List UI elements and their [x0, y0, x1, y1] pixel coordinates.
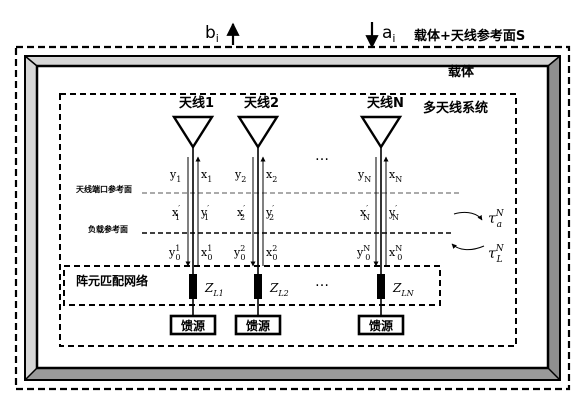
wave-y-label: y2 [234, 168, 246, 184]
platform-ref-surface-label: 载体+天线参考面S [414, 28, 525, 44]
platform-reference-surface [14, 45, 571, 391]
svg-text:ai: ai [382, 23, 395, 45]
feed-source-box [357, 314, 405, 336]
antenna-name: 天线1 [179, 95, 214, 111]
wave-y-prime-label: y′N [388, 204, 399, 222]
load-impedance-block [377, 274, 385, 299]
load-impedance-label: ZLN [392, 281, 415, 298]
ellipsis-loads: … [315, 274, 329, 290]
a-i-label: a [382, 23, 392, 43]
wave-x-label: x1 [201, 168, 212, 184]
load-impedance-label: ZL2 [269, 281, 289, 298]
antenna-name: 天线2 [244, 95, 279, 111]
svg-text:bi: bi [205, 23, 219, 45]
feed-source-label: 馈源 [181, 318, 205, 333]
wave-y-prime-label: y′1 [200, 204, 209, 222]
platform-frame [24, 55, 561, 381]
svg-text:τNa: τNa [488, 209, 505, 230]
tau-l-curve [451, 243, 485, 251]
multi-antenna-system-label: 多天线系统 [423, 100, 488, 116]
matching-network-label: 阵元匹配网络 [76, 273, 148, 288]
wave-x-label: xN [389, 168, 402, 184]
wave-x-prime-label: x′1 [172, 204, 180, 222]
antenna-port-ref-label: 天线端口参考面 [76, 184, 132, 194]
antenna-icon [236, 115, 280, 150]
multi-antenna-system-box [59, 93, 517, 347]
antenna-icon [171, 115, 215, 150]
ellipsis-antennas: … [315, 148, 329, 164]
wave-x-prime-label: x′2 [237, 204, 245, 222]
load-impedance-block [254, 274, 262, 299]
tau-a-label: τ [488, 211, 496, 227]
load-impedance-label: ZL1 [204, 281, 224, 298]
svg-text:τNL: τNL [488, 244, 505, 265]
load-impedance-block [189, 274, 197, 299]
b-i-label: b [205, 23, 216, 43]
feed-source-box [169, 314, 217, 336]
wave-y-prime-label: y′2 [265, 204, 274, 222]
antenna-name: 天线N [367, 95, 404, 111]
matching-network-box [63, 265, 441, 306]
feed-source-label: 馈源 [369, 318, 393, 333]
tau-a-curve [453, 211, 483, 221]
wave-y-label: yN [357, 168, 371, 184]
feed-source-label: 馈源 [246, 318, 270, 333]
wave-x-label: x2 [266, 168, 277, 184]
tau-l-label: τ [488, 246, 496, 262]
wave-x-prime-label: x′N [360, 204, 370, 222]
platform-label: 载体 [448, 64, 475, 80]
antenna-icon [359, 115, 403, 150]
wave-y-label: y1 [169, 168, 181, 184]
feed-source-box [234, 314, 282, 336]
load-ref-label: 负载参考面 [88, 224, 128, 234]
